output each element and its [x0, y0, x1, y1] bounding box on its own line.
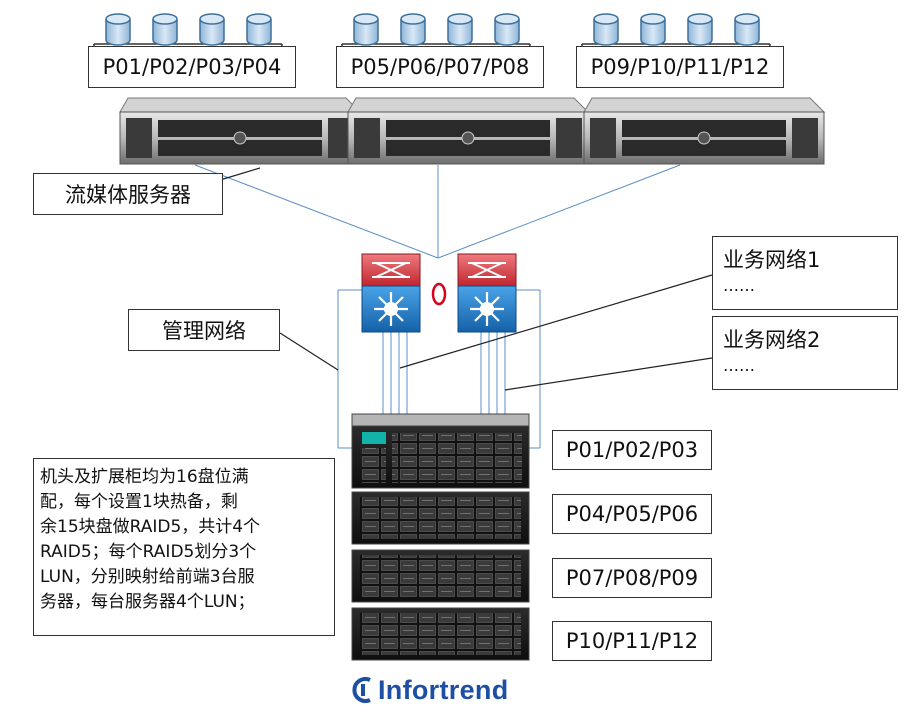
disk-icon [152, 13, 178, 46]
disk-icon [687, 13, 713, 46]
disk-icon [246, 13, 272, 46]
infortrend-logo: Infortrend [352, 672, 542, 708]
disk-icon [105, 13, 131, 46]
lun-group-label: P01/P02/P03 [552, 430, 712, 470]
storage-config-note: 机头及扩展柜均为16盘位满 配，每个设置1块热备，剩 余15块盘做RAID5，共… [33, 458, 335, 636]
business-network-1: 业务网络1 …… [712, 236, 898, 310]
disk-icon [400, 13, 426, 46]
business-network-ellipsis: …… [723, 276, 755, 295]
business-network-name: 业务网络2 [723, 328, 821, 352]
note-line: 务器，每台服务器4个LUN； [40, 592, 255, 612]
disk-icon [447, 13, 473, 46]
disk-icon [199, 13, 225, 46]
disk-group-2 [341, 13, 531, 56]
note-line: 余15块盘做RAID5，共计4个 [40, 517, 261, 537]
disk-icon [593, 13, 619, 46]
server-link [194, 164, 439, 259]
core-switch-2 [457, 253, 517, 333]
callout-biz1 [399, 274, 713, 369]
lun-group-label: P04/P05/P06 [552, 494, 712, 534]
disk-icon [494, 13, 520, 46]
callout-streaming [219, 167, 261, 181]
storage-array [351, 413, 530, 661]
infortrend-wordmark: Infortrend [378, 674, 509, 705]
stack-link-ring [431, 282, 447, 306]
business-network-ellipsis: …… [723, 356, 755, 375]
callout-mgmt [279, 332, 339, 371]
note-line: LUN，分别映射给前端3台服 [40, 567, 255, 587]
disk-icon [640, 13, 666, 46]
expansion-enclosure-3 [351, 607, 530, 661]
lun-group-label: P07/P08/P09 [552, 558, 712, 598]
expansion-enclosure-1 [351, 491, 530, 545]
server-group-label: P09/P10/P11/P12 [576, 46, 784, 88]
lun-group-label: P10/P11/P12 [552, 621, 712, 661]
disk-group-3 [581, 13, 771, 56]
disk-icon [353, 13, 379, 46]
note-line: 机头及扩展柜均为16盘位满 [40, 467, 249, 487]
business-network-2: 业务网络2 …… [712, 316, 898, 390]
disk-icon [734, 13, 760, 46]
streaming-server-label: 流媒体服务器 [33, 173, 223, 215]
infortrend-mark-icon [352, 677, 371, 703]
rack-server-1 [119, 97, 362, 165]
business-network-name: 业务网络1 [723, 248, 821, 272]
server-link [437, 164, 681, 259]
callout-biz2 [504, 357, 713, 391]
expansion-enclosure-2 [351, 549, 530, 603]
rack-server-2 [347, 97, 590, 165]
management-network-label: 管理网络 [128, 309, 280, 351]
note-line: 配，每个设置1块热备，剩 [40, 492, 238, 512]
server-group-label: P01/P02/P03/P04 [88, 46, 296, 88]
rack-server-3 [583, 97, 826, 165]
note-line: RAID5；每个RAID5划分3个 [40, 542, 257, 562]
disk-group-1 [93, 13, 283, 56]
server-group-label: P05/P06/P07/P08 [336, 46, 544, 88]
core-switch-1 [361, 253, 421, 333]
callout-lines [219, 167, 713, 391]
storage-head-unit [351, 413, 530, 489]
connection-lines [194, 164, 681, 449]
